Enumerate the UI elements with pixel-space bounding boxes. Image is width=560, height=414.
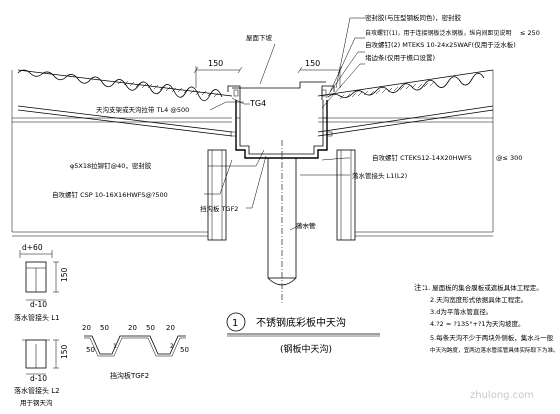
tgf2-dim-1: 20 — [82, 324, 91, 332]
notes-block: 注： 1. 屋面板的集合膜板或遮板具体工程定。 2.天沟宽度形式依据具体工程定。… — [414, 282, 559, 354]
ridge-flashing — [227, 81, 335, 100]
note-2: 2.天沟宽度形式依据具体工程定。 — [430, 295, 527, 304]
callout-screw-1: 自攻螺钉(1)，用于连接钢板泛水钢板，纵向间距见说明 — [365, 29, 512, 37]
note-6: 中天沟跨度，宜两边落水管底管具体实际取下为准。 — [430, 346, 559, 354]
downpipe — [267, 140, 297, 305]
tgf2-angle-right: 2 — [170, 343, 174, 350]
detail-tgf2-label: 挡沟板TGF2 — [110, 371, 149, 380]
detail-l1-label: 落水管接头 L1 — [14, 313, 60, 322]
detail-l1: d+60 150 d-10 落水管接头 L1 — [14, 243, 69, 322]
dim-150-right-label: 150 — [305, 59, 320, 68]
left-roof-panel — [12, 69, 233, 137]
callout-gutter-strap: 天沟支架或天沟拉带 TL4 @500 — [96, 105, 189, 114]
callout-rivet: φ5X18拉铆钉@40，密封胶 — [70, 161, 152, 170]
title-number: 1 — [232, 318, 238, 329]
detail-l1-dim-side: 150 — [60, 267, 69, 282]
detail-l1-dim-bottom: d-10 — [30, 300, 47, 309]
detail-tgf2: 20 50 20 50 20 50 50 1 2 挡沟板TGF2 — [82, 324, 189, 380]
callout-sealant-top: 密封胶(与压型钢板同色)，密封胶 — [365, 13, 462, 22]
detail-l1-dim-top: d+60 — [22, 243, 43, 252]
tgf2-dim-right: 50 — [180, 346, 189, 354]
tgf2-dim-4: 50 — [146, 324, 155, 332]
detail-l2-dim-bottom: d-10 — [30, 374, 47, 383]
watermark: zhulong.com — [470, 390, 534, 401]
callout-screw-2: 自攻螺钉(2) MTEKS 10-24x25WAF(仅用于泛水板) — [365, 40, 516, 49]
main-section: 150 150 密封胶(与压型钢板同色)，密封胶 自攻螺钉( — [11, 13, 540, 305]
detail-l2-label: 落水管接头 L2 — [14, 386, 60, 395]
callout-screw-cteks: 自攻螺钉 CTEKS12-14X20HWFS — [372, 153, 472, 162]
right-roof-panel — [317, 69, 494, 137]
dim-150-left-label: 150 — [208, 59, 223, 68]
note-5: 5.每条天沟不少于两块外侧板，集水斗一般 — [430, 333, 554, 342]
callout-downpipe: 落水管 — [296, 221, 316, 230]
dim-150-right: 150 — [297, 59, 343, 88]
support-columns — [12, 149, 493, 241]
left-insulation-hatch — [117, 79, 219, 98]
detail-l2-sublabel: 用于钢天沟 — [20, 398, 53, 407]
notes-heading: 注： — [414, 282, 429, 292]
tgf2-dim-3: 20 — [128, 324, 137, 332]
drawing-title: 1 不锈钢底彩板中天沟 (钢板中天沟) — [226, 312, 380, 355]
detail-l2: 150 d-10 落水管接头 L2 用于钢天沟 — [14, 339, 69, 407]
tgf2-dim-2: 50 — [100, 324, 109, 332]
gutter-body — [230, 100, 333, 159]
tgf2-dim-left: 50 — [86, 346, 95, 354]
detail-l2-dim-side: 150 — [60, 344, 69, 359]
title-main: 不锈钢底彩板中天沟 — [256, 316, 346, 329]
note-3: 3.d为平落水管直径。 — [430, 307, 492, 316]
callout-tg4: TG4 — [249, 99, 266, 108]
callout-screw-1-spacing: ≤ 250 — [520, 29, 540, 37]
leader-lines — [204, 17, 365, 231]
dim-150-left: 150 — [193, 59, 243, 88]
note-4: 4.?2 = ?135°+?1为天沟坡度。 — [430, 319, 525, 328]
callout-closure-strip: 堵边条(仅用于檐口设置) — [365, 53, 435, 62]
tgf2-angle-left: 1 — [113, 343, 117, 350]
callout-downpipe-joint: 落水管接头 L1(L2) — [352, 171, 407, 180]
callout-gutter-plate: 挡沟板 TGF2 — [200, 204, 238, 213]
tgf2-dim-5: 20 — [166, 324, 175, 332]
callout-roof-slope: 屋面下坡 — [246, 33, 273, 42]
note-1: 1. 屋面板的集合膜板或遮板具体工程定。 — [424, 283, 543, 292]
callout-screw-csp: 自攻螺钉 CSP 10-16X16HWFS@?500 — [52, 190, 168, 199]
title-sub: (钢板中天沟) — [280, 343, 332, 355]
right-insulation-hatch — [339, 81, 435, 100]
callout-screw-cteks-spacing: @≤ 300 — [496, 154, 522, 162]
